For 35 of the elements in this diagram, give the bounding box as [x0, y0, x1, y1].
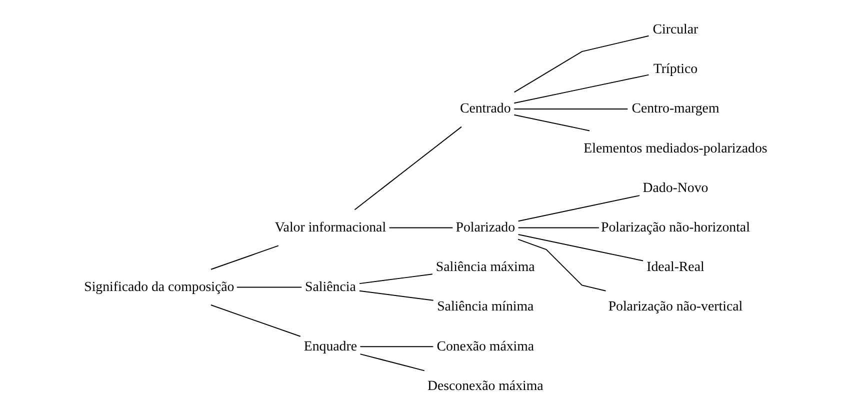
node-text: Polarização não-horizontal — [600, 219, 750, 234]
node-text: Conexão máxima — [436, 338, 534, 354]
connector — [359, 346, 434, 348]
connector — [388, 227, 453, 228]
node-text: Elementos mediados-polarizados — [583, 140, 767, 156]
node-text: Dado-Novo — [642, 180, 708, 195]
connector — [513, 108, 628, 110]
node-text: Significado da composição — [84, 278, 234, 294]
connector — [354, 126, 462, 210]
connector — [236, 286, 302, 288]
node-text: Ideal-Real — [646, 259, 704, 274]
connector — [513, 35, 649, 93]
node-text: Saliência mínima — [436, 298, 534, 314]
node-text: Saliência — [304, 278, 356, 294]
node-text: Tríptico — [652, 61, 698, 76]
node-text: Polarização não-vertical — [608, 298, 742, 314]
node-text: Enquadre — [303, 338, 357, 354]
node-text: Polarizado — [455, 219, 515, 234]
node-text: Centro-margem — [631, 100, 719, 116]
node-text: Centrado — [459, 100, 510, 116]
connector — [358, 290, 434, 301]
connector — [513, 114, 590, 132]
node-text: Valor informacional — [274, 219, 386, 234]
node-text: Saliência máxima — [435, 259, 534, 274]
node-text: Desconexão máxima — [426, 378, 543, 393]
connector — [517, 195, 640, 222]
connector — [210, 304, 300, 337]
connector — [517, 227, 599, 228]
connector — [210, 245, 278, 270]
connector — [517, 238, 606, 292]
connector — [517, 234, 644, 262]
connector — [359, 354, 424, 372]
connector — [358, 274, 432, 284]
connector — [513, 74, 649, 104]
node-text: Circular — [652, 21, 698, 36]
